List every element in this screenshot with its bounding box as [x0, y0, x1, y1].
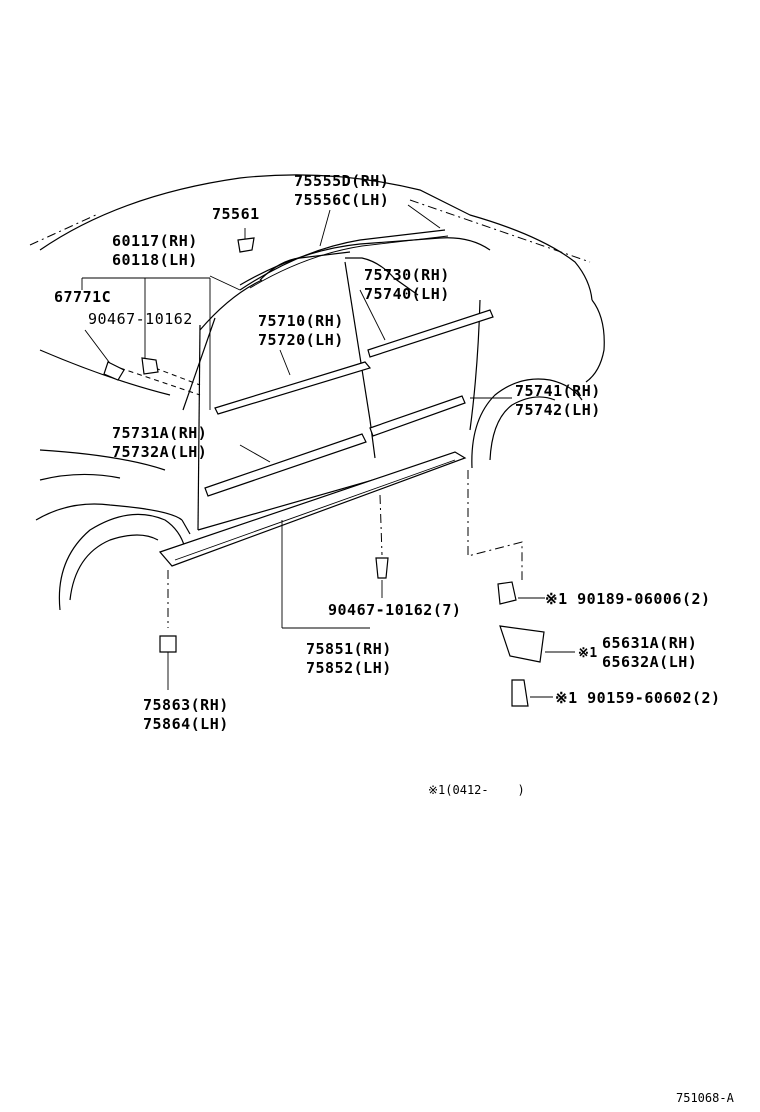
- label-75863-rh: 75863(RH): [143, 696, 229, 714]
- label-75730-rh: 75730(RH): [364, 266, 450, 284]
- car-body-outline: [35, 174, 605, 611]
- label-90467-10162: 90467-10162: [88, 310, 193, 328]
- fastener-parts: [103, 237, 545, 707]
- label-75561: 75561: [212, 205, 260, 223]
- diagram-reference-id: 751068-A: [676, 1091, 734, 1105]
- label-75556c-lh: 75556C(LH): [294, 191, 390, 209]
- label-65631a-mark: ※1: [578, 646, 598, 661]
- label-75741-rh: 75741(RH): [515, 382, 601, 400]
- label-75732a-lh: 75732A(LH): [112, 443, 208, 461]
- label-75742-lh: 75742(LH): [515, 401, 601, 419]
- footnote-applicability: ※1(0412- ): [428, 783, 525, 797]
- label-67771c: 67771C: [54, 288, 112, 306]
- label-65632a-lh: 65632A(LH): [602, 653, 698, 671]
- label-75864-lh: 75864(LH): [143, 715, 229, 733]
- label-60117-rh: 60117(RH): [112, 232, 198, 250]
- label-75852-lh: 75852(LH): [306, 659, 392, 677]
- label-75731a-rh: 75731A(RH): [112, 424, 208, 442]
- label-60118-lh: 60118(LH): [112, 251, 198, 269]
- label-65631a-rh: 65631A(RH): [602, 634, 698, 652]
- label-75710-rh: 75710(RH): [258, 312, 344, 330]
- label-90189-06006: ※1 90189-06006(2): [545, 590, 711, 608]
- label-75740-lh: 75740(LH): [364, 285, 450, 303]
- label-75555d-rh: 75555D(RH): [294, 172, 390, 190]
- label-90159-60602: ※1 90159-60602(2): [555, 689, 721, 707]
- label-90467-10162-qty7: 90467-10162(7): [328, 601, 462, 619]
- leader-lines: [29, 199, 591, 698]
- label-75851-rh: 75851(RH): [306, 640, 392, 658]
- label-75720-lh: 75720(LH): [258, 331, 344, 349]
